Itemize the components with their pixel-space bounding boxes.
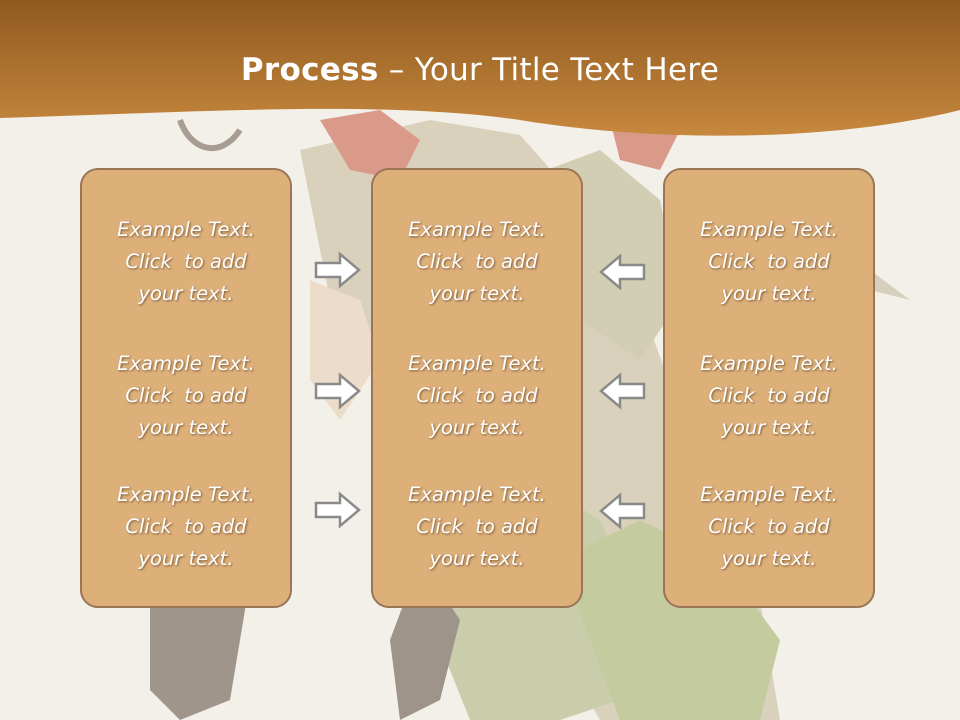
text-line: Click to add xyxy=(708,250,830,273)
header-banner xyxy=(0,0,960,136)
left-arrow-icon[interactable] xyxy=(597,252,647,292)
text-line: Example Text. xyxy=(700,483,838,506)
text-line: Click to add xyxy=(708,384,830,407)
text-block[interactable]: Example Text. Click to add your text. xyxy=(373,214,581,310)
text-block[interactable]: Example Text. Click to add your text. xyxy=(373,348,581,444)
text-block[interactable]: Example Text. Click to add your text. xyxy=(82,479,290,575)
text-line: your text. xyxy=(429,547,525,570)
text-line: Click to add xyxy=(416,384,538,407)
text-line: your text. xyxy=(138,416,234,439)
text-line: your text. xyxy=(429,416,525,439)
text-line: Example Text. xyxy=(117,218,255,241)
process-box-left[interactable]: Example Text. Click to add your text. Ex… xyxy=(80,168,292,608)
right-arrow-icon[interactable] xyxy=(313,250,363,290)
text-line: Click to add xyxy=(125,384,247,407)
title-rest: – Your Title Text Here xyxy=(378,52,720,88)
text-block[interactable]: Example Text. Click to add your text. xyxy=(665,214,873,310)
text-line: Example Text. xyxy=(408,218,546,241)
text-line: Click to add xyxy=(708,515,830,538)
page-title[interactable]: Process – Your Title Text Here xyxy=(0,52,960,88)
text-line: Click to add xyxy=(416,515,538,538)
text-block[interactable]: Example Text. Click to add your text. xyxy=(373,479,581,575)
right-arrow-icon[interactable] xyxy=(313,371,363,411)
text-line: Example Text. xyxy=(117,352,255,375)
text-line: your text. xyxy=(721,547,817,570)
left-arrow-icon[interactable] xyxy=(597,371,647,411)
text-line: Example Text. xyxy=(117,483,255,506)
right-arrow-icon[interactable] xyxy=(313,490,363,530)
text-line: Example Text. xyxy=(408,352,546,375)
process-box-right[interactable]: Example Text. Click to add your text. Ex… xyxy=(663,168,875,608)
text-line: your text. xyxy=(138,282,234,305)
text-line: Example Text. xyxy=(700,352,838,375)
text-block[interactable]: Example Text. Click to add your text. xyxy=(665,479,873,575)
text-line: Click to add xyxy=(416,250,538,273)
text-line: Example Text. xyxy=(700,218,838,241)
text-line: your text. xyxy=(721,416,817,439)
text-line: Example Text. xyxy=(408,483,546,506)
text-block[interactable]: Example Text. Click to add your text. xyxy=(82,348,290,444)
text-line: your text. xyxy=(429,282,525,305)
left-arrow-icon[interactable] xyxy=(597,491,647,531)
text-line: your text. xyxy=(138,547,234,570)
process-box-center[interactable]: Example Text. Click to add your text. Ex… xyxy=(371,168,583,608)
text-block[interactable]: Example Text. Click to add your text. xyxy=(665,348,873,444)
text-line: your text. xyxy=(721,282,817,305)
text-line: Click to add xyxy=(125,250,247,273)
title-bold: Process xyxy=(240,52,379,88)
text-block[interactable]: Example Text. Click to add your text. xyxy=(82,214,290,310)
text-line: Click to add xyxy=(125,515,247,538)
